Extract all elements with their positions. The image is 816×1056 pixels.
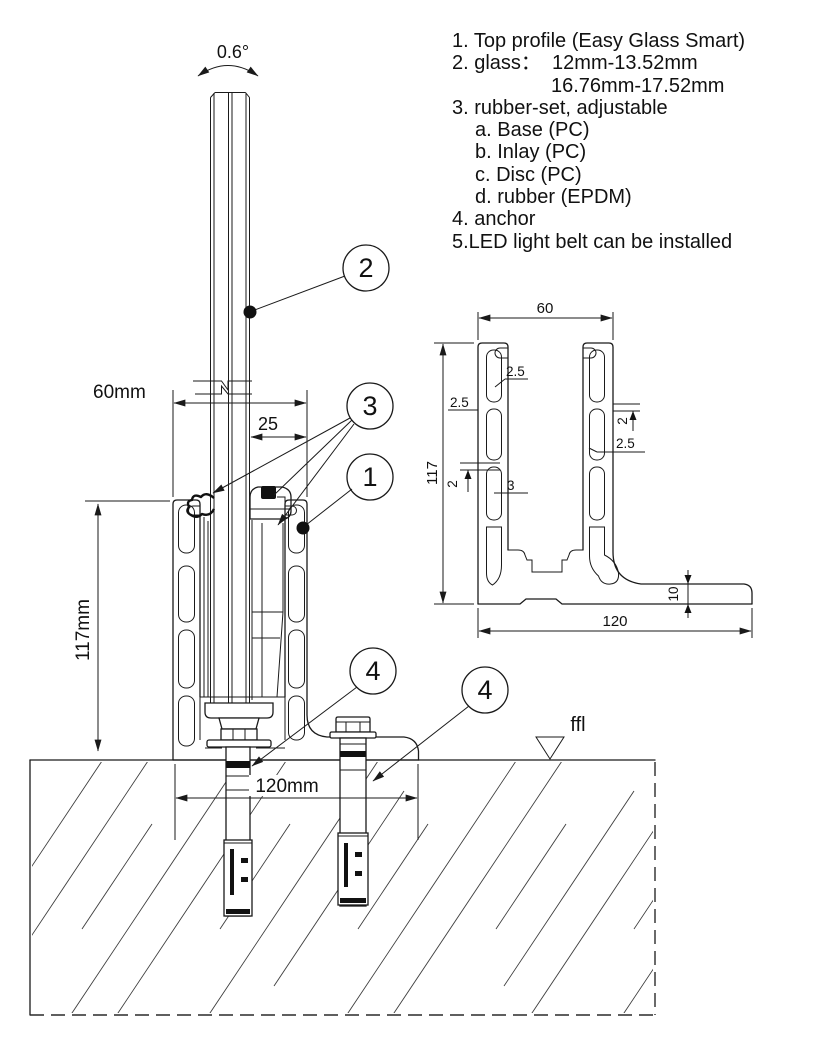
balloon-anchor-b: 4 <box>461 666 509 714</box>
dim-glass-width: 60mm <box>93 382 146 403</box>
balloon-anchor-a-number: 4 <box>365 656 380 686</box>
detail-dim-wall-a: 2.5 <box>506 364 525 379</box>
detail-dimensions: 60 117 120 10 2.5 2.5 2 2.5 2 3 <box>424 300 753 638</box>
dim-profile-height: 117mm <box>73 599 94 661</box>
rubber-seal-left <box>186 493 216 518</box>
note-line-glass: 2. glass： 12mm-13.52mm <box>452 52 698 75</box>
balloon-anchor-a: 4 <box>349 647 397 695</box>
balloon-glass-number: 2 <box>358 253 373 283</box>
note-line-disc: c. Disc (PC) <box>475 163 582 186</box>
legend-notes: 1. Top profile (Easy Glass Smart) 2. gla… <box>452 30 802 253</box>
detail-dim-base-width: 120 <box>602 613 627 630</box>
detail-dim-wall-c: 2.5 <box>616 436 635 451</box>
note-line-anchor: 4. anchor <box>452 208 536 231</box>
base-profile-section <box>172 499 420 761</box>
detail-profile-view: 60 117 120 10 2.5 2.5 2 2.5 2 3 <box>424 300 753 638</box>
ffl-triangle <box>535 736 565 760</box>
detail-wall-slots <box>486 349 620 586</box>
inlay-wedge <box>251 520 284 700</box>
balloon-profile-number: 1 <box>362 462 377 492</box>
note-line-rubber: d. rubber (EPDM) <box>475 186 632 209</box>
detail-dim-top-width: 60 <box>537 300 554 317</box>
note-line-rubber-set: 3. rubber-set, adjustable <box>452 96 668 119</box>
balloon-anchor-b-number: 4 <box>477 675 492 705</box>
balloon-glass: 2 <box>342 244 390 292</box>
break-lines <box>193 380 252 395</box>
anchor-bolt-2 <box>329 716 377 907</box>
leader-dot-glass <box>243 305 257 319</box>
anchor-bolt-1 <box>204 702 274 917</box>
dim-base-width: 120mm <box>255 776 318 797</box>
main-section-view: 0.6° 60mm 25 117mm 120mm ffl <box>73 42 586 917</box>
angle-label: 0.6° <box>217 42 249 62</box>
note-line-led: 5.LED light belt can be installed <box>452 230 733 253</box>
glass-panel <box>210 92 250 703</box>
detail-dim-foot-thickness: 10 <box>666 586 681 601</box>
note-line-top-profile: 1. Top profile (Easy Glass Smart) <box>452 30 746 52</box>
note-line-base: a. Base (PC) <box>475 119 590 142</box>
concrete-base <box>29 759 656 1016</box>
concrete-hatch-pattern <box>32 762 653 1013</box>
note-line-inlay: b. Inlay (PC) <box>475 141 587 164</box>
main-dimensions: 60mm 25 117mm 120mm <box>73 382 419 840</box>
note-line-glass-range: 16.76mm-17.52mm <box>551 74 725 97</box>
leader-dot-profile <box>296 521 310 535</box>
rubber-set <box>186 486 292 700</box>
detail-dim-web-a: 2 <box>615 417 630 425</box>
balloon-rubber: 3 <box>346 382 394 430</box>
callouts: 2 3 1 4 4 <box>212 244 509 782</box>
dim-inset: 25 <box>258 414 278 434</box>
angle-annotation: 0.6° <box>197 42 259 77</box>
detail-dim-height: 117 <box>424 461 441 485</box>
detail-dim-web-b: 2 <box>445 480 460 488</box>
ffl-label: ffl <box>570 714 585 736</box>
detail-dim-rib: 3 <box>507 478 515 493</box>
balloon-rubber-number: 3 <box>362 391 377 421</box>
balloon-profile: 1 <box>346 453 394 501</box>
detail-dim-wall-b: 2.5 <box>450 395 469 410</box>
ffl-marker: ffl <box>535 714 586 760</box>
rubber-disc-black <box>261 486 276 499</box>
